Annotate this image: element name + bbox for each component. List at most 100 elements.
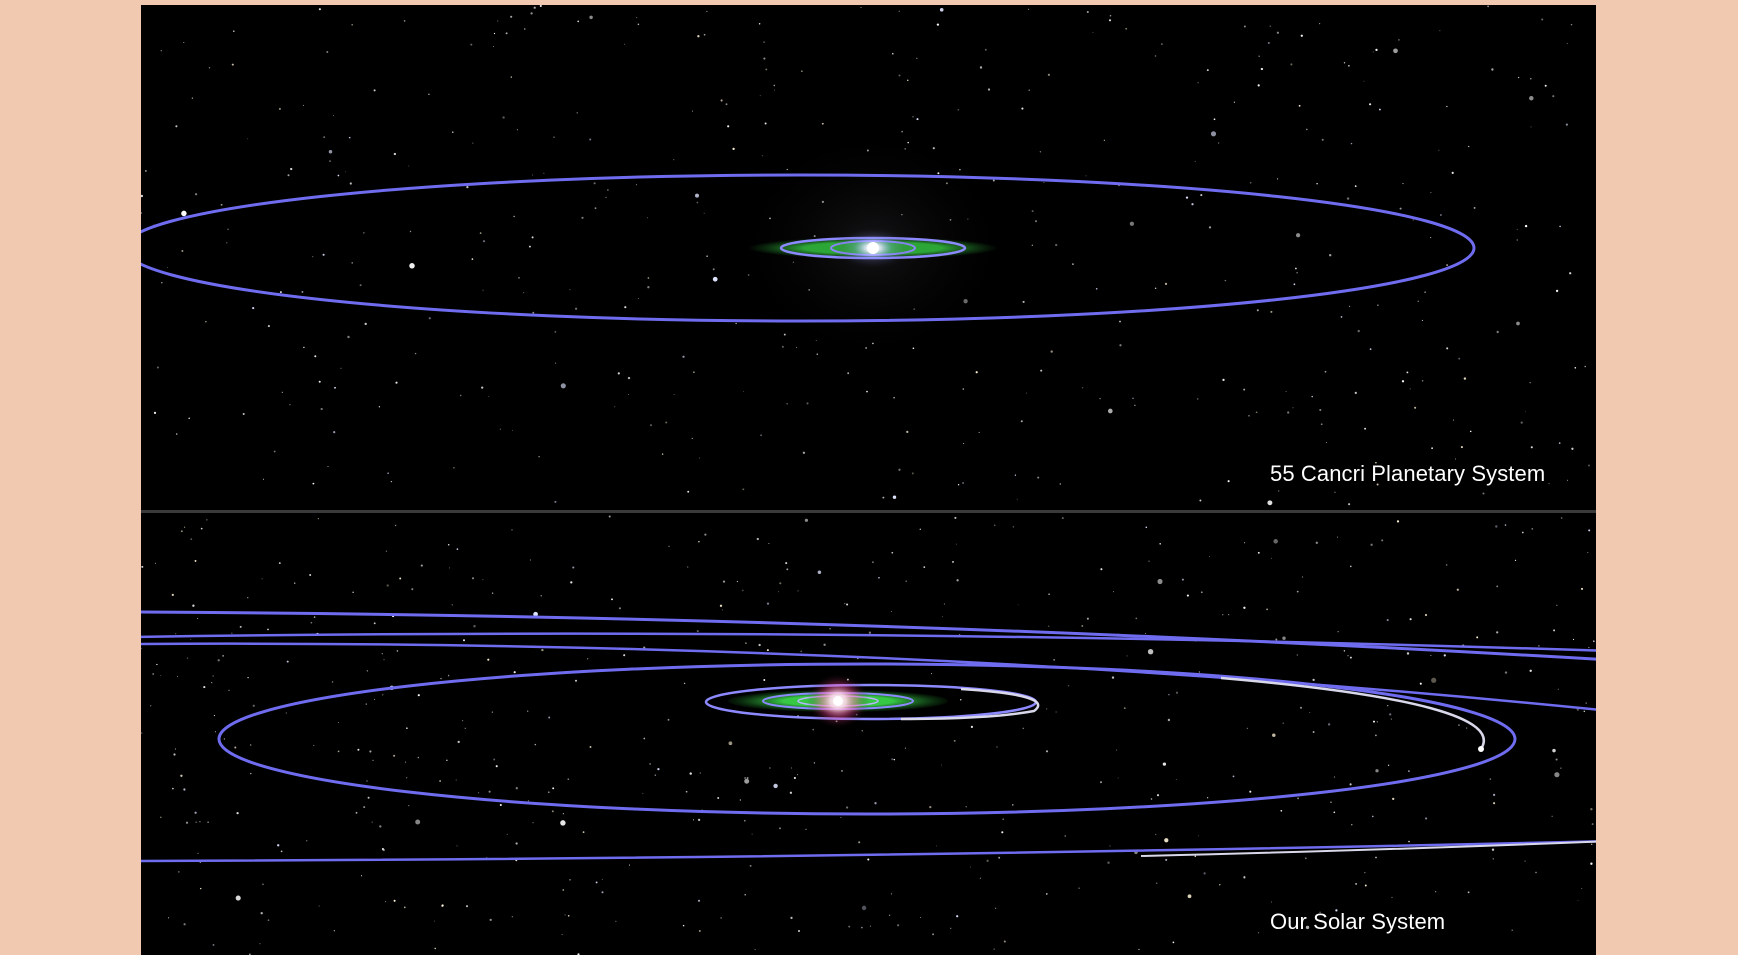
background-star [318,905,320,907]
background-star [1081,625,1084,627]
background-star [758,643,761,647]
background-star [327,465,329,468]
background-star [1391,896,1393,898]
background-star [1414,406,1417,409]
background-star [1491,68,1494,71]
background-star [623,43,625,45]
background-star [1311,395,1313,398]
background-star [1554,772,1560,778]
background-star [190,538,193,540]
background-star [1421,380,1424,382]
background-star [823,643,826,646]
background-star [141,194,144,198]
background-star [643,737,646,740]
background-star [570,581,573,584]
background-star [1321,138,1324,141]
background-star [1337,631,1339,633]
background-star [1417,300,1419,302]
background-star [940,764,942,766]
background-star [756,537,759,541]
background-star [695,193,699,198]
background-star [654,774,656,776]
background-star [1168,693,1170,696]
background-star [1373,720,1375,723]
background-star [744,893,746,896]
background-star [409,230,412,233]
background-star [1197,82,1199,84]
background-star [636,17,638,19]
outer-orbit-3 [141,642,1596,711]
background-star [868,631,872,634]
background-star [511,529,513,531]
background-star [1401,380,1405,383]
background-star [1267,41,1270,45]
background-star [173,753,176,756]
background-star [1493,802,1496,805]
background-star [628,864,631,866]
background-star [554,500,557,503]
background-star [1585,702,1587,704]
background-star [703,33,706,36]
background-star [371,821,373,823]
background-star [420,564,423,567]
background-star [618,607,621,610]
background-star [493,32,496,35]
background-star [1347,655,1349,657]
background-star [1493,793,1496,796]
background-star [1346,197,1350,200]
background-star [589,15,593,20]
background-star [510,76,512,78]
background-star [1222,614,1224,616]
background-star [1109,14,1112,17]
background-star [768,542,770,545]
background-star [502,116,505,119]
background-star [417,694,420,697]
background-star [351,262,353,264]
background-star [929,805,932,809]
background-star [465,905,469,908]
background-star [1129,221,1135,226]
background-star [286,660,289,663]
background-star [194,559,197,562]
background-star [372,759,374,761]
background-star [530,12,533,15]
background-star [642,792,644,794]
background-star [1123,707,1126,709]
background-star [1219,884,1221,886]
background-star [952,560,954,563]
background-star [697,818,701,822]
solar-system-illustration [141,513,1596,955]
background-star [456,548,459,550]
background-star [471,577,475,580]
background-star [786,402,788,405]
background-star [515,842,518,845]
background-star [739,799,742,801]
background-star [365,703,368,705]
background-star [751,833,753,835]
background-star [624,306,627,309]
background-star [1248,414,1250,417]
background-star [222,655,224,657]
background-star [996,746,998,748]
background-star [1138,948,1140,951]
background-star [487,658,490,661]
background-star [1517,76,1520,79]
background-star [1249,181,1252,184]
background-star [223,738,226,740]
background-star [698,540,700,543]
background-star [337,722,339,723]
background-star [766,602,770,605]
background-star [1541,18,1544,21]
background-star [919,528,921,530]
background-star [441,905,444,908]
starfield-top [141,5,1590,506]
background-star [1095,288,1098,290]
background-star [1161,43,1163,45]
background-star [1520,421,1523,424]
background-star [312,256,314,258]
background-star [1134,404,1136,406]
background-star [1525,410,1527,412]
background-star [1530,446,1533,449]
background-star [564,914,566,916]
background-star [399,577,402,580]
